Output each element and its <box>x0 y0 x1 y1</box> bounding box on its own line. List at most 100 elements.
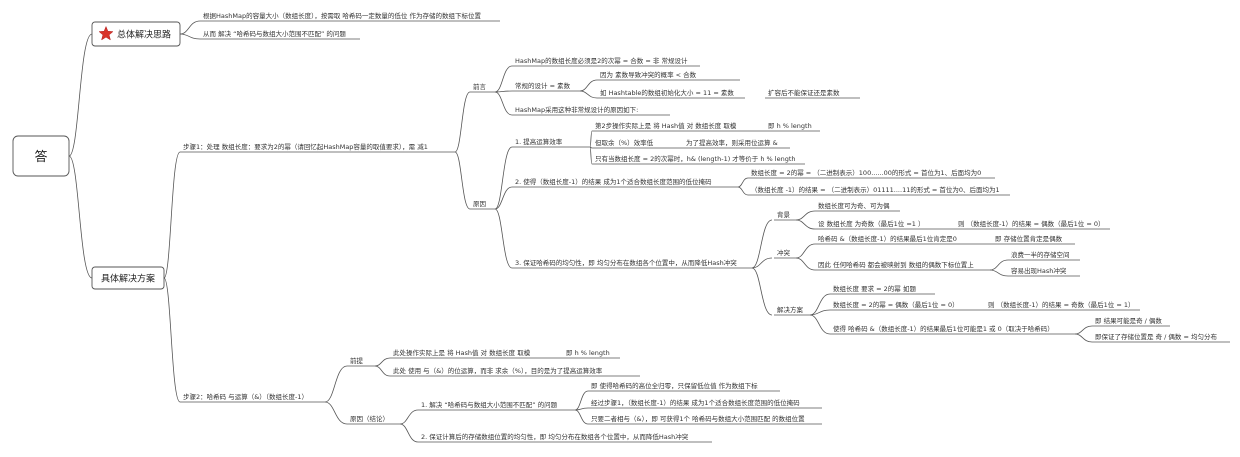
node-r1b-note[interactable]: 为了提高效率，则采用位运算 & <box>686 138 778 147</box>
edge-bg1 <box>795 210 816 221</box>
node-pre-2[interactable]: 常规的设计 = 素数 <box>515 81 571 90</box>
node-s3a[interactable]: 即 结果可能是奇 / 偶数 <box>1095 316 1162 325</box>
node-c1-note[interactable]: 即 存储位置肯定是偶数 <box>995 234 1063 243</box>
node-overall-1[interactable]: 根据HashMap的容量大小（数组长度），按需取 哈希码一定数量的低位 作为存储… <box>203 11 481 20</box>
node-r1[interactable]: 1. 提高运算效率 <box>515 137 563 146</box>
node-pre-1[interactable]: HashMap的数组长度必须是2的次幂 = 合数 = 非 常规设计 <box>515 56 688 65</box>
edge-r2 <box>494 186 513 210</box>
edge-q2 <box>399 423 419 443</box>
node-p2[interactable]: 此处 使用 与（&）的位运算，而非 求余（%），目的是为了提高运算效率 <box>393 366 603 375</box>
node-c2[interactable]: 因此 任何哈希码 都会被映射到 数组的偶数下标位置上 <box>818 260 974 269</box>
edge-pre-2b <box>579 90 598 99</box>
node-r1a[interactable]: 第2步操作实际上是 将 Hash值 对 数组长度 取模 <box>595 121 737 130</box>
edge-preface <box>454 91 471 153</box>
node-q1b[interactable]: 经过步骤1，（数组长度-1）的结果 成为1个适合数组长度范围的低位掩码 <box>591 398 800 407</box>
edge-premise <box>324 365 348 403</box>
node-overall-2[interactable]: 从而 解决 “哈希码与数组大小范围不匹配” 的问题 <box>203 29 346 38</box>
node-bg2[interactable]: 设 数组长度 为奇数（最后1位 =1 ） <box>818 219 924 228</box>
edge-r2b <box>737 186 749 196</box>
edge-s3b <box>1074 333 1093 343</box>
node-c1[interactable]: 哈希码 &（数组长度-1）的结果最后1位肯定是0 <box>818 234 957 243</box>
edge-overall-2 <box>179 33 201 40</box>
edge-root-specific <box>68 155 93 279</box>
node-pre-2b-note[interactable]: 扩容后不能保证还是素数 <box>768 88 840 97</box>
node-reason[interactable]: 原因 <box>473 200 486 208</box>
edge-overall-1 <box>179 20 201 35</box>
edge-r2a <box>737 177 749 188</box>
edge-pre-3 <box>494 91 513 116</box>
node-c2b[interactable]: 容易出现Hash冲突 <box>1011 266 1067 275</box>
edge-pre-1 <box>494 65 513 93</box>
connector-lines <box>68 20 1230 443</box>
node-r2a[interactable]: 数组长度 = 2的幂 = （二进制表示）100......00的形式 = 首位为… <box>751 168 981 177</box>
edge-root-overall <box>68 33 93 157</box>
node-q2[interactable]: 2. 保证计算后的存储数组位置的均匀性，即 均匀分布在数组各个位置中，从而降低H… <box>421 432 689 441</box>
edge-p2 <box>374 365 391 377</box>
edge-bg <box>751 219 773 269</box>
edge-conflict <box>751 257 773 269</box>
overall-node[interactable]: 总体解决思路 <box>91 21 181 47</box>
edge-pre-2a <box>579 79 598 92</box>
node-preface[interactable]: 前言 <box>473 82 487 91</box>
node-bg[interactable]: 背景 <box>777 210 791 219</box>
node-r1a-note[interactable]: 即 h % length <box>768 122 812 130</box>
node-q1[interactable]: 1. 解决 “哈希码与数组大小范围不匹配” 的问题 <box>421 400 558 409</box>
node-q1a[interactable]: 即 使得哈希码的高位全归零，只保留低位值 作为数组下标 <box>591 381 758 390</box>
edge-q1a <box>574 390 589 411</box>
edge-q1c <box>574 409 589 425</box>
node-r2b[interactable]: （数组长度 -1）的结果 = （二进制表示）01111....11的形式 = 首… <box>751 185 1000 194</box>
node-pre-2b[interactable]: 如 Hashtable的数组初始化大小 = 11 = 素数 <box>600 88 734 97</box>
edge-pre-2 <box>494 90 513 93</box>
edge-s3a <box>1074 325 1093 335</box>
node-step2[interactable]: 步骤2：哈希码 与运算（&）（数组长度-1） <box>183 392 308 401</box>
root-label: 答 <box>34 149 47 165</box>
node-pre-2a[interactable]: 因为 素数导致冲突的概率 < 合数 <box>600 70 697 79</box>
edge-s2 <box>809 309 831 316</box>
specific-node[interactable]: 具体解决方案 <box>91 266 165 290</box>
overall-label: 总体解决思路 <box>117 29 171 41</box>
edge-reason <box>454 151 471 210</box>
node-r3[interactable]: 3. 保证哈希码的均匀性，即 均匀分布在数组各个位置中，从而降低Hash冲突 <box>515 258 737 267</box>
edge-q1 <box>399 409 419 425</box>
edge-bg2 <box>795 219 816 230</box>
node-s3b[interactable]: 即保证了存储位置是 奇 / 偶数 = 均匀分布 <box>1095 332 1217 341</box>
node-pre-3[interactable]: HashMap采用这种非常规设计的原因如下: <box>515 105 638 114</box>
node-r1c[interactable]: 只有当数组长度 = 2的次幂时，h& (length-1) 才等价于 h % l… <box>595 154 796 163</box>
edge-r1a <box>589 130 593 148</box>
node-r2[interactable]: 2. 使得（数组长度-1）的结果 成为1个适合数组长度范围的低位掩码 <box>515 177 712 186</box>
edge-s3 <box>809 314 831 335</box>
node-conflict[interactable]: 冲突 <box>777 248 791 257</box>
edge-c2 <box>795 257 816 271</box>
branch-labels: 根据HashMap的容量大小（数组长度），按需取 哈希码一定数量的低位 作为存储… <box>183 11 1217 441</box>
node-reason2[interactable]: 原因（结论） <box>350 414 389 423</box>
node-step1[interactable]: 步骤1：处理 数组长度：要求为2的幂（请回忆起HashMap容量的取值要求），需… <box>183 142 428 151</box>
node-bg1[interactable]: 数组长度可为奇、可为偶 <box>818 201 890 210</box>
edge-c2a <box>989 259 1009 271</box>
edge-solution <box>751 267 773 316</box>
node-bg2-note[interactable]: 则 （数组长度-1）的结果 = 偶数（最后1位 = 0） <box>958 219 1104 228</box>
node-r1b[interactable]: 但取余（%）效率低 <box>595 138 654 147</box>
edge-r1c <box>589 146 593 165</box>
root-node[interactable]: 答 <box>12 135 70 177</box>
star-icon <box>98 25 114 41</box>
node-s3[interactable]: 使得 哈希码 &（数组长度-1）的结果最后1位可能是1 或 0（取决于哈希码） <box>833 324 1054 333</box>
node-s1[interactable]: 数组长度 要求 = 2的幂 <box>833 284 901 293</box>
node-s2-note[interactable]: 则 （数组长度-1）的结果 = 奇数（最后1位 = 1） <box>988 300 1134 309</box>
edge-c2b <box>989 269 1009 277</box>
edge-step1 <box>163 151 181 279</box>
node-c2a[interactable]: 浪费一半的存储空间 <box>1011 250 1070 259</box>
node-p1[interactable]: 此处操作实际上是 将 Hash值 对 数组长度 取模 <box>393 348 531 357</box>
node-p1-note[interactable]: 即 h % length <box>566 349 610 357</box>
edge-reason2 <box>324 401 348 425</box>
node-s1-note[interactable]: 如题 <box>903 284 917 293</box>
node-solution[interactable]: 解决方案 <box>777 305 804 314</box>
specific-label: 具体解决方案 <box>101 273 155 285</box>
node-q1c[interactable]: 只要二者相与（&），即 可获得1个 哈希码与数组大小范围匹配 的数组位置 <box>591 414 805 423</box>
edge-c1 <box>795 243 816 259</box>
edge-r3 <box>494 208 513 269</box>
node-s2[interactable]: 数组长度 = 2的幂 = 偶数（最后1位 = 0） <box>833 300 959 309</box>
node-premise[interactable]: 前提 <box>350 356 364 365</box>
edge-step2 <box>163 277 181 403</box>
edge-s1 <box>809 293 831 316</box>
